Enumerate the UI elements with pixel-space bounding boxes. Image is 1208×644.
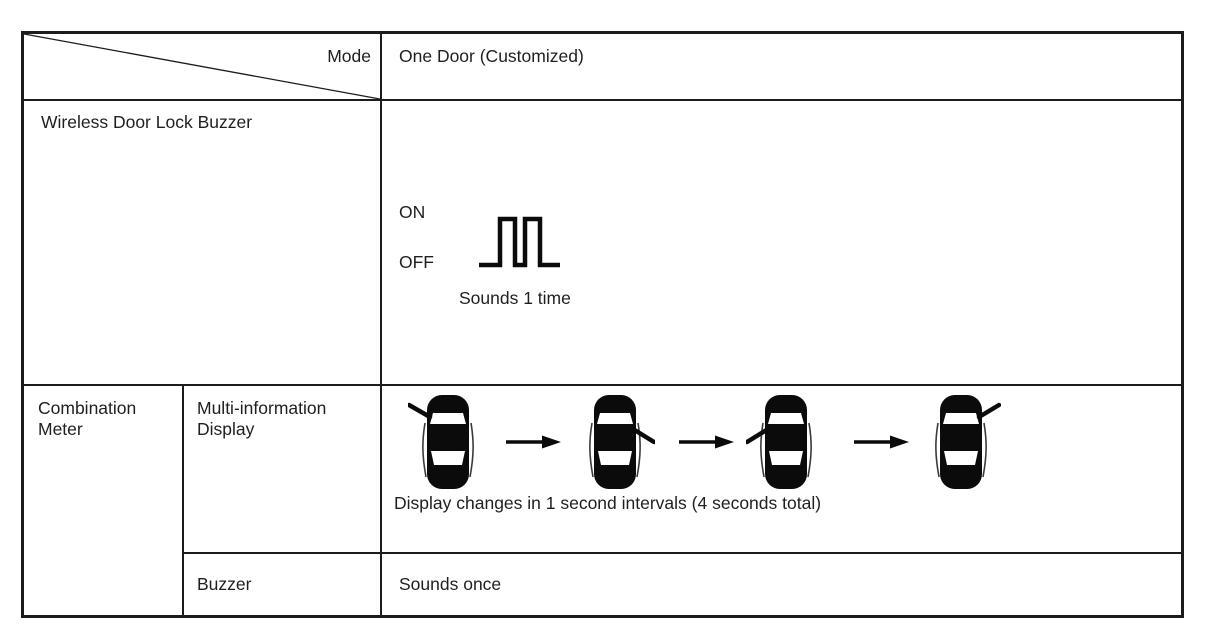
right-arrow-icon — [506, 435, 561, 449]
right-arrow-icon — [679, 435, 734, 449]
waveform-on-label: ON — [399, 202, 426, 222]
customization-mode-table: Mode One Door (Customized) Wireless Door… — [21, 31, 1184, 618]
diagonal-divider-line — [24, 34, 380, 99]
combination-meter-label: Combination Meter — [38, 398, 137, 439]
display-sequence-caption: Display changes in 1 second intervals (4… — [394, 493, 822, 513]
mode-corner-label: Mode — [327, 46, 371, 66]
combination-meter-label-cell: Combination Meter — [24, 386, 184, 615]
right-arrow-icon — [854, 435, 909, 449]
waveform-off-label: OFF — [399, 252, 434, 272]
mode-value-text: One Door (Customized) — [399, 46, 584, 66]
header-corner-cell: Mode — [24, 34, 382, 101]
multi-information-display-label-cell: Multi-information Display — [184, 386, 382, 554]
multi-information-display-diagram-cell: Display changes in 1 second intervals (4… — [382, 386, 1181, 554]
wireless-buzzer-diagram-cell: ON OFF Sounds 1 time — [382, 101, 1181, 386]
car-top-view-door-open-icon — [746, 395, 812, 489]
waveform-caption: Sounds 1 time — [459, 288, 571, 308]
buzzer-label: Buzzer — [197, 574, 252, 594]
wireless-door-lock-buzzer-label-cell: Wireless Door Lock Buzzer — [24, 101, 382, 386]
buzzer-pulse-waveform-icon — [479, 216, 560, 268]
multi-information-display-label: Multi-information Display — [197, 398, 327, 439]
buzzer-label-cell: Buzzer — [184, 554, 382, 615]
buzzer-value-cell: Sounds once — [382, 554, 1181, 615]
mode-value-cell: One Door (Customized) — [382, 34, 1181, 101]
car-top-view-door-open-icon — [408, 395, 474, 489]
car-top-view-door-open-icon — [589, 395, 655, 489]
car-top-view-door-open-icon — [935, 395, 1001, 489]
buzzer-value-text: Sounds once — [399, 574, 502, 594]
wireless-door-lock-buzzer-label: Wireless Door Lock Buzzer — [41, 112, 253, 132]
